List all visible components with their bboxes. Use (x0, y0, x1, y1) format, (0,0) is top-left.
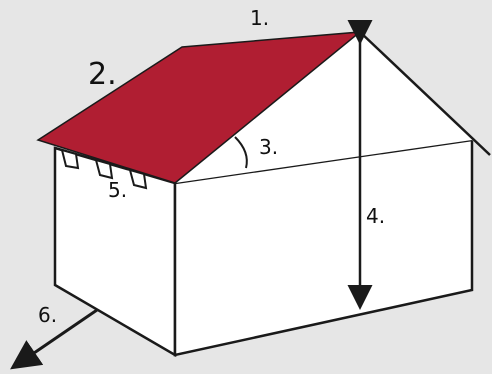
rafter-end (94, 158, 114, 180)
gable-edge (359, 31, 491, 156)
angle-arc (234, 136, 248, 169)
rafter-end (128, 168, 148, 190)
rafter-ends (60, 148, 148, 190)
label-height: 4. (366, 204, 385, 228)
label-ridge: 1. (250, 6, 269, 30)
label-angle: 3. (259, 135, 278, 159)
direction-arrow (10, 308, 98, 370)
label-roof-side: 2. (88, 57, 117, 92)
label-eave: 5. (108, 178, 127, 202)
label-direction: 6. (38, 303, 57, 327)
gable-end (175, 32, 490, 183)
rafter-end (60, 148, 80, 170)
